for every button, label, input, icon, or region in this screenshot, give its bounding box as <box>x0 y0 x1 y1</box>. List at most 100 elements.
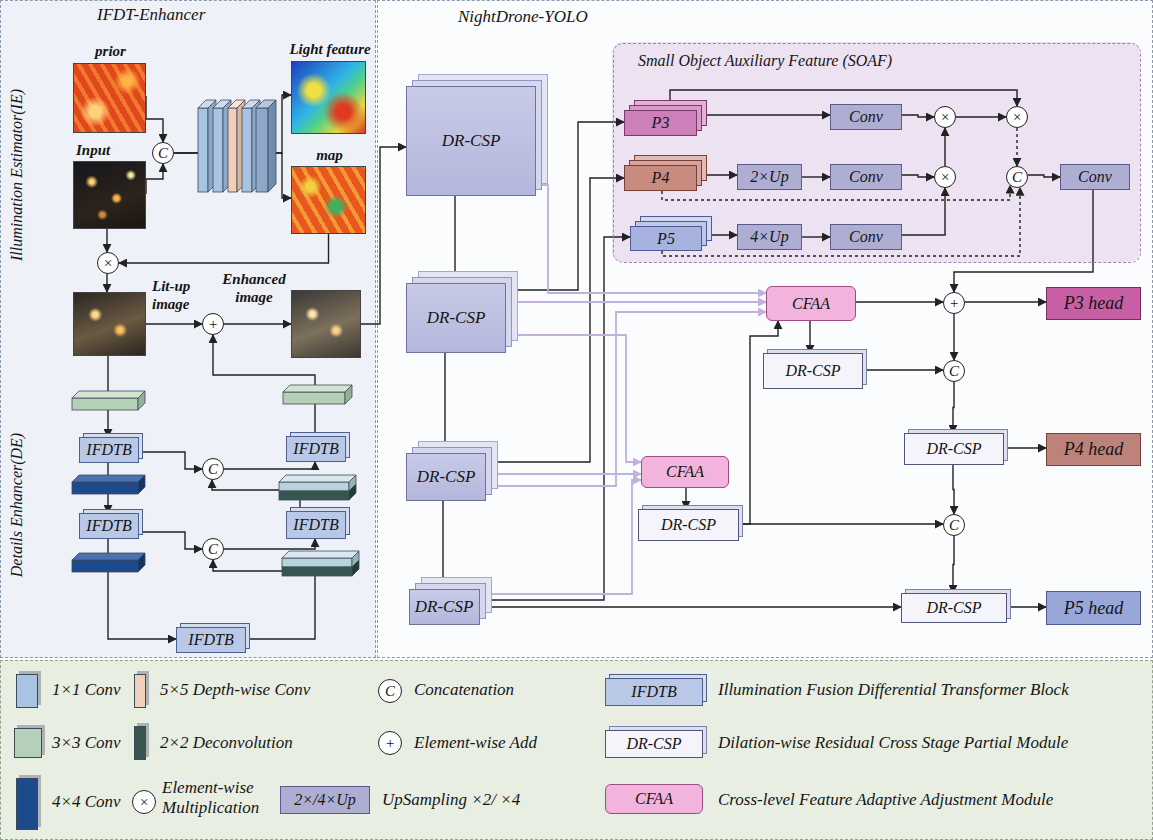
node-label: 2×Up <box>750 168 788 186</box>
legend-swatch <box>134 674 146 708</box>
legend-symbol: C <box>378 679 402 703</box>
node-label: DR-CSP <box>661 516 716 534</box>
feature-level: P5 <box>630 226 702 251</box>
concat-circle: C <box>202 538 224 560</box>
drcsp-block: DR-CSP <box>409 589 480 625</box>
connector <box>902 115 934 117</box>
image-caption: Input <box>76 141 136 159</box>
connector <box>146 164 163 194</box>
node-label: C <box>949 364 959 379</box>
detect-head: P4 head <box>1046 433 1141 466</box>
feature-level: P3 <box>624 110 697 136</box>
layer-slab <box>213 108 223 192</box>
layer-slab <box>283 385 352 392</box>
legend-sample: DR-CSP <box>605 730 703 758</box>
node-label: CFAA <box>792 295 830 313</box>
multiply-circle: × <box>1006 106 1028 128</box>
connector <box>486 473 641 475</box>
cfaa-block: CFAA <box>766 286 856 321</box>
node-label: CFAA <box>666 463 704 481</box>
connector <box>739 321 778 524</box>
legend-sample-label: IFDTB <box>631 683 676 701</box>
legend-sample: IFDTB <box>605 678 703 706</box>
legend-text: Illumination Fusion Differential Transfo… <box>718 680 1069 700</box>
drcsp-block: DR-CSP <box>904 433 1004 465</box>
legend-text: Cross-level Feature Adaptive Adjustment … <box>718 790 1053 810</box>
layer-slab <box>72 553 145 572</box>
layer-slab <box>228 108 237 192</box>
connector <box>1004 447 1046 448</box>
multiply-circle: × <box>934 106 956 128</box>
node-label: Conv <box>849 108 883 126</box>
node-label: + <box>208 317 218 332</box>
connector <box>224 323 291 324</box>
node-label: C <box>158 146 168 161</box>
connector <box>480 606 902 607</box>
layer-slab <box>279 475 356 491</box>
layer-slab <box>72 475 145 482</box>
legend-text: 4×4 Conv <box>52 792 121 812</box>
node-label: × <box>940 110 950 125</box>
legend-sample-label: DR-CSP <box>626 735 681 753</box>
connector <box>106 229 107 252</box>
image-panel: Light feature <box>291 61 366 134</box>
layer-slab <box>72 560 138 572</box>
section-label: Details Enhancer(DE) <box>8 433 26 577</box>
image-caption: Lit-up image <box>152 277 210 313</box>
layer-slab <box>282 567 352 576</box>
node-label: C <box>949 518 959 533</box>
layer-slab <box>138 553 145 572</box>
legend-symbol: + <box>378 731 402 755</box>
legend-swatch <box>16 778 38 830</box>
layer-slab <box>282 551 359 558</box>
legend-text: 2×2 Deconvolution <box>160 733 293 753</box>
layer-slab <box>138 475 145 494</box>
image-caption: Enhanced image <box>218 270 290 306</box>
node-label: Conv <box>849 228 883 246</box>
layer-slab <box>279 482 349 491</box>
legend-text: Element-wise Add <box>414 733 537 753</box>
layer-slab <box>268 100 276 192</box>
detect-head: P5 head <box>1046 591 1141 625</box>
ifdtb-block: IFDTB <box>286 511 346 539</box>
drcsp-block: DR-CSP <box>901 593 1007 623</box>
connector <box>1028 175 1060 177</box>
connector <box>224 462 315 469</box>
node-label: × <box>940 170 950 185</box>
layer-slab <box>283 392 345 404</box>
layer-slab <box>279 484 356 500</box>
legend-text: Concatenation <box>414 680 514 700</box>
legend-sample-label: C <box>385 684 395 699</box>
legend-text: Dilation-wise Residual Cross Stage Parti… <box>718 733 1068 753</box>
layer-slab <box>283 385 352 404</box>
connector <box>361 147 406 324</box>
connector <box>480 480 642 594</box>
ifdtb-block: IFDTB <box>176 627 246 653</box>
connector <box>106 274 107 292</box>
layer-slab <box>72 398 138 410</box>
layer-slab <box>282 558 352 567</box>
connector <box>1016 128 1017 166</box>
legend-text: 1×1 Conv <box>52 680 121 700</box>
layer-slab <box>279 491 349 500</box>
layer-slab <box>282 551 359 567</box>
connector <box>702 234 737 235</box>
node-label: IFDTB <box>86 441 131 459</box>
legend-sample: CFAA <box>605 784 703 814</box>
connector <box>856 301 943 302</box>
section-label: Illumination Estimator(IE) <box>8 89 26 261</box>
upsample-block: 4×Up <box>737 224 802 250</box>
node-label: DR-CSP <box>926 440 981 458</box>
panel-title: NightDrone-YOLO <box>458 7 588 27</box>
node-label: C <box>1012 170 1022 185</box>
conv-block: Conv <box>830 104 902 130</box>
drcsp-block: DR-CSP <box>763 353 863 389</box>
layer-slab <box>72 391 145 398</box>
legend-symbol: × <box>132 790 156 814</box>
node-label: DR-CSP <box>427 308 486 328</box>
conv-block: Conv <box>830 164 902 190</box>
layer-slab <box>256 108 268 192</box>
connector <box>863 369 943 370</box>
connector <box>685 488 686 509</box>
